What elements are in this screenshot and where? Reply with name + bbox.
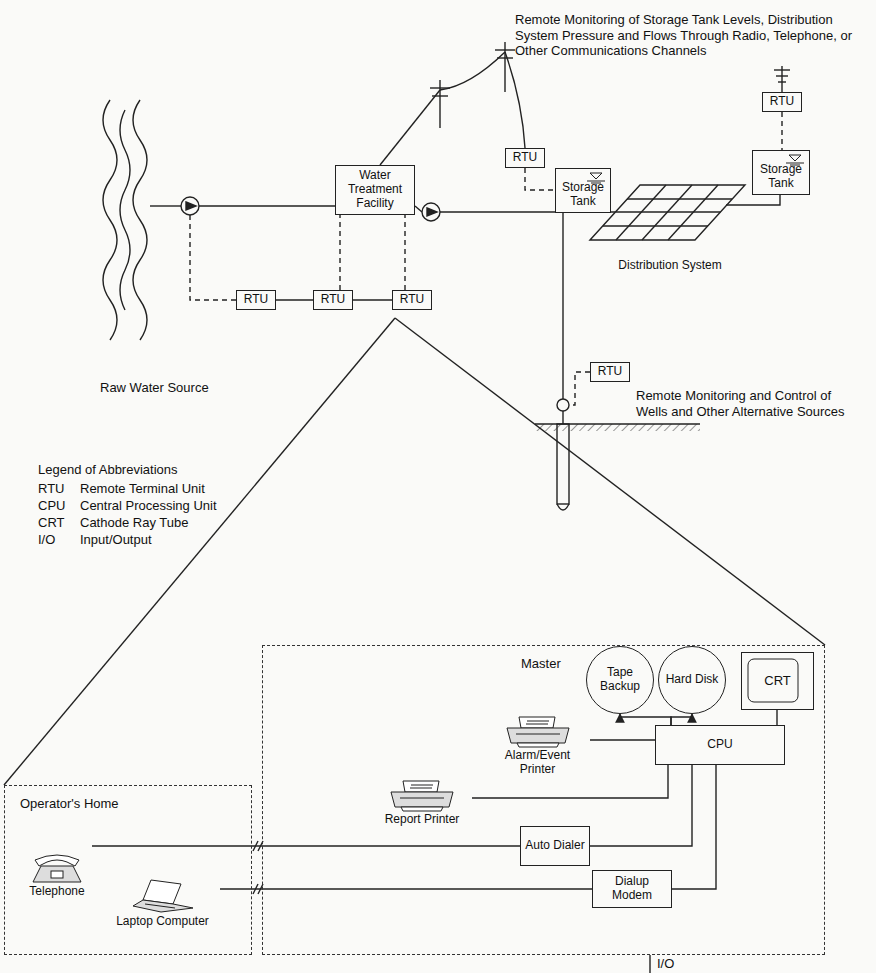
annotation-label: Raw Water Source — [100, 380, 209, 396]
connector — [353, 299, 392, 300]
legend-text: Input/Output — [80, 532, 152, 548]
connector — [776, 710, 777, 725]
node-label: Water Treatment Facility — [339, 169, 411, 210]
auto-dialer-box: Auto Dialer — [520, 826, 590, 866]
node-text: CPU — [656, 737, 784, 753]
laptop-computer: Laptop Computer — [105, 858, 220, 930]
printer-icon — [387, 778, 457, 812]
node-text: RTU — [237, 292, 275, 308]
node-text: Storage Tank — [556, 180, 610, 210]
connector — [472, 765, 668, 798]
node-label: Telephone — [25, 885, 89, 899]
connector — [276, 299, 313, 300]
node-text: RTU — [591, 364, 629, 380]
connector — [92, 845, 520, 846]
connector — [620, 714, 671, 725]
telephone-icon — [29, 850, 85, 884]
telephone: Telephone — [22, 828, 92, 900]
node-label: Tape Backup — [590, 666, 650, 694]
node-text: RTU — [763, 94, 801, 110]
node-label: Operator's Home — [20, 797, 119, 812]
legend-text: RTU — [38, 481, 64, 497]
node-label: Dialup Modem — [596, 875, 668, 903]
alarm-printer: Alarm/Event Printer — [485, 712, 590, 778]
node-text: Telephone — [22, 884, 92, 900]
laptop-icon — [131, 878, 195, 914]
node-label: Storage Tank — [756, 163, 806, 191]
storage-tank: Storage Tank — [752, 150, 810, 195]
node-text: Alarm/Event Printer — [485, 748, 590, 778]
node-text: Auto Dialer — [521, 838, 589, 854]
node-label: RTU — [509, 151, 541, 165]
node-text: Dialup Modem — [593, 874, 671, 904]
distribution-label: Distribution System — [600, 244, 740, 288]
tape-backup-circle: Tape Backup — [586, 646, 654, 714]
node-label: RTU — [594, 365, 626, 379]
node-text: RTU — [314, 292, 352, 308]
node-label: Report Printer — [375, 813, 469, 827]
connector — [672, 765, 716, 889]
node-text: RTU — [506, 150, 544, 166]
connector — [220, 888, 592, 889]
dialup-modem-box: Dialup Modem — [592, 870, 672, 908]
legend-text: CRT — [38, 515, 64, 531]
cpu-box: CPU — [655, 725, 785, 765]
rtu-box: RTU — [590, 362, 630, 382]
legend-text: Cathode Ray Tube — [80, 515, 188, 531]
master-region: MasterTape Backup Hard Disk CRT CPU Alarm/Ev… — [262, 645, 825, 955]
legend-text: Central Processing Unit — [80, 498, 217, 514]
node-label: Storage Tank — [559, 181, 607, 209]
treatment-facility-box: Water Treatment Facility — [335, 165, 415, 215]
operators-home-region: Operator's HomeTelephoneLaptop Computer — [4, 785, 252, 955]
node-text: Storage Tank — [753, 162, 809, 192]
report-printer: Report Printer — [372, 768, 472, 828]
legend-text: I/O — [38, 532, 55, 548]
node-label: Alarm/Event Printer — [488, 749, 587, 777]
connector — [590, 765, 692, 846]
node-label: Hard Disk — [662, 673, 722, 687]
rtu-box: RTU — [505, 148, 545, 168]
node-label: Master — [521, 657, 561, 672]
connector — [339, 215, 340, 290]
legend-text: Legend of Abbreviations — [38, 462, 178, 478]
node-label: RTU — [240, 293, 272, 307]
node-text: Distribution System — [600, 258, 740, 274]
node-text: Laptop Computer — [105, 914, 220, 930]
node-label: RTU — [766, 95, 798, 109]
node-label: CRT — [745, 674, 810, 689]
connector — [671, 714, 692, 725]
rtu-box: RTU — [762, 92, 802, 112]
rtu-box: RTU — [236, 290, 276, 310]
node-label: RTU — [317, 293, 349, 307]
connector — [525, 168, 555, 190]
annotation-label: I/O — [657, 956, 674, 972]
storage-tank: Storage Tank — [555, 168, 611, 213]
node-label: CPU — [659, 738, 781, 752]
node-text: Master — [518, 656, 564, 673]
node-text: Tape Backup — [587, 665, 653, 695]
connector — [590, 739, 655, 740]
node-text: CRT — [742, 673, 813, 690]
node-label: RTU — [396, 293, 428, 307]
node-text: Water Treatment Facility — [336, 168, 414, 211]
crt-monitor: CRT — [741, 652, 814, 710]
legend-text: Remote Terminal Unit — [80, 481, 205, 497]
connector — [404, 215, 405, 290]
legend-text: CPU — [38, 498, 65, 514]
node-text: Operator's Home — [17, 796, 122, 813]
node-text: Hard Disk — [659, 672, 725, 688]
annotation-label: Remote Monitoring of Storage Tank Levels… — [515, 12, 860, 59]
node-label: Auto Dialer — [524, 839, 586, 853]
hard-disk-circle: Hard Disk — [658, 646, 726, 714]
node-label: Laptop Computer — [108, 915, 217, 929]
connector — [781, 112, 782, 150]
annotation-label: Remote Monitoring and Control of Wells a… — [636, 388, 856, 419]
node-label: Distribution System — [603, 259, 737, 273]
node-text: Report Printer — [372, 812, 472, 828]
rtu-box: RTU — [392, 290, 432, 310]
rtu-box: RTU — [313, 290, 353, 310]
printer-icon — [503, 714, 573, 748]
node-text: RTU — [393, 292, 431, 308]
